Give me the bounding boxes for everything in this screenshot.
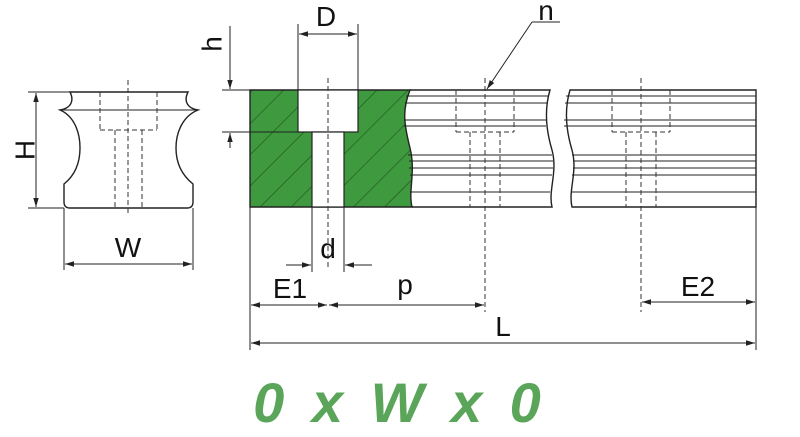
- label-W: W: [115, 232, 142, 263]
- label-D: D: [316, 1, 336, 32]
- rail-profile-view: [57, 80, 201, 215]
- label-L: L: [495, 311, 511, 342]
- rail-segment-middle: [404, 78, 555, 312]
- leader-n: n: [486, 0, 560, 90]
- label-n: n: [538, 0, 554, 26]
- dimension-h: h: [196, 26, 298, 148]
- label-h: h: [196, 36, 227, 52]
- rail-profile-outline: [57, 91, 201, 209]
- dimension-L: L: [251, 311, 755, 346]
- dimension-E2: E2: [642, 207, 757, 350]
- dimension-E1: E1: [249, 207, 327, 350]
- rail-segment-end: [564, 78, 757, 312]
- label-p: p: [397, 269, 413, 300]
- dimension-H: H: [9, 91, 70, 209]
- rail-side-view: [249, 78, 757, 312]
- size-formula: 0 x W x 0: [253, 371, 547, 434]
- label-E2: E2: [681, 271, 715, 302]
- label-d: d: [320, 233, 336, 264]
- dimension-W: W: [63, 208, 194, 270]
- label-E1: E1: [273, 273, 307, 304]
- dimension-D: D: [297, 1, 359, 90]
- dimension-d: d: [286, 207, 372, 272]
- dimension-p: p: [329, 269, 484, 308]
- label-H: H: [9, 140, 40, 160]
